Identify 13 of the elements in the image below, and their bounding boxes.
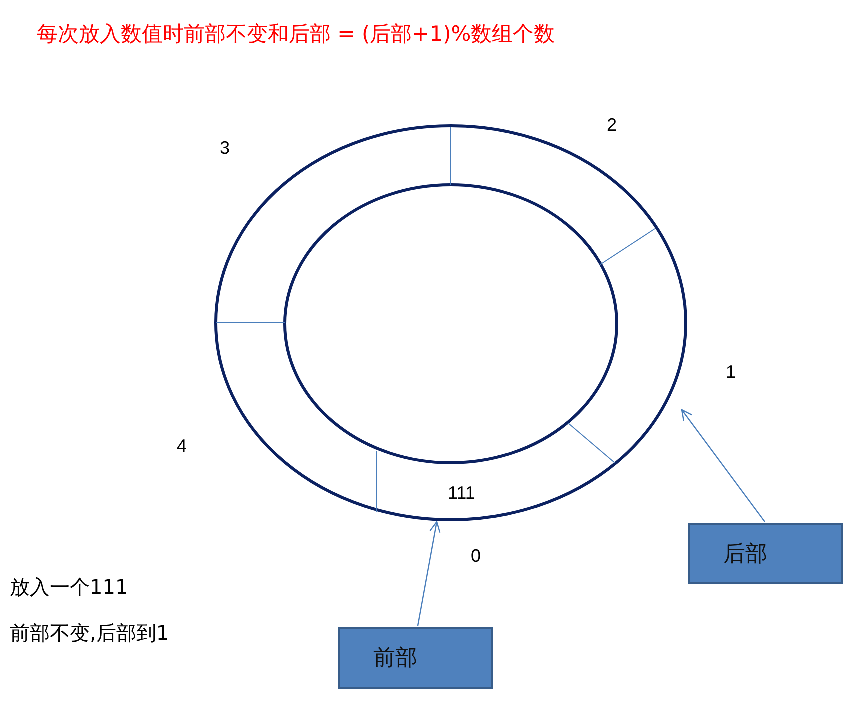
arrow <box>417 521 441 626</box>
process-box: 前部 <box>338 627 493 689</box>
value-label: 111 <box>448 483 476 504</box>
slot-number: 3 <box>220 138 230 159</box>
note-text: 放入一个111 <box>10 574 128 601</box>
title: 每次放入数值时前部不变和后部 = (后部+1)%数组个数 <box>37 21 556 48</box>
slot-number: 2 <box>607 115 618 136</box>
process-box: 后部 <box>688 523 843 584</box>
note-text: 前部不变,后部到1 <box>10 620 170 647</box>
slot-number: 4 <box>177 436 188 457</box>
slot-number: 0 <box>471 546 482 567</box>
arrow <box>681 409 766 522</box>
slot-number: 1 <box>726 362 736 383</box>
